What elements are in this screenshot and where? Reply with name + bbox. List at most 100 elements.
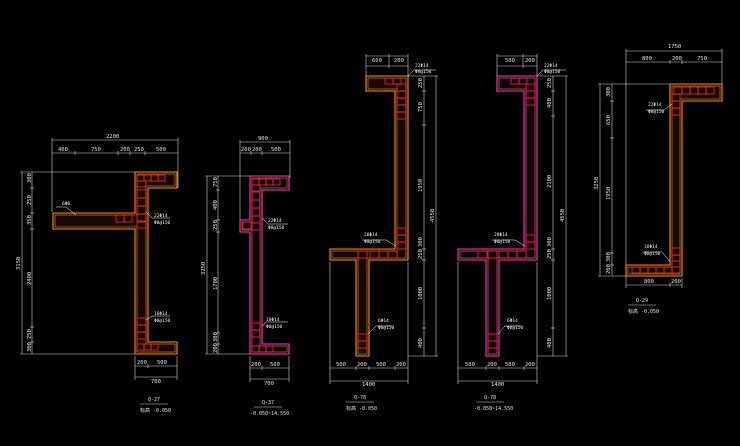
wall-section-q29: 1750 800 200 750 3250 300 650 1950 300 2… — [594, 44, 723, 315]
dim-label: 250 — [418, 249, 424, 259]
rebar-label: Φ8@150 — [415, 69, 432, 75]
dim-label: 300 — [27, 173, 33, 183]
dim-label: 1950 — [606, 187, 612, 200]
rebar-label: Φ8@150 — [378, 325, 395, 331]
dim-label: 500 — [376, 362, 386, 368]
dim-label: 1000 — [418, 287, 424, 300]
rebar-label: 18Φ14 — [266, 317, 280, 323]
dim-label: 700 — [151, 379, 161, 385]
rebar-label: Φ8@150 — [154, 318, 171, 324]
dim-label: 300 — [606, 87, 612, 97]
dim-label: 500 — [270, 362, 280, 368]
wall-outline — [457, 75, 538, 357]
dim-label: 500 — [505, 58, 515, 64]
dim-label: 300 — [418, 237, 424, 247]
dim-label: 1000 — [547, 287, 553, 300]
dim-label: 250 — [27, 329, 33, 339]
dim-label: 250 — [547, 78, 553, 88]
stirrups — [631, 86, 715, 274]
rebar-label: 22Φ14 — [648, 102, 662, 108]
wall-section-q27: 2200 400 750 200 250 500 3150 300 250 35… — [16, 134, 179, 414]
rebar-label: 16Φ14 — [644, 244, 658, 250]
dim-label: 250 — [27, 195, 33, 205]
rebar-label: Φ8@150 — [268, 225, 285, 231]
dim-label: 750 — [697, 56, 707, 62]
stirrups — [242, 178, 281, 353]
dim-label: 400 — [418, 338, 424, 348]
dim-label: 700 — [264, 381, 274, 387]
dim-label: 200 — [396, 362, 406, 368]
dim-label: 200 — [672, 56, 682, 62]
dim-label: 200 — [252, 147, 262, 153]
dim-label: 200 — [606, 264, 612, 274]
dim-label: 250 — [547, 249, 553, 259]
rebar-label: 22Φ14 — [544, 63, 558, 69]
rebar-label: 22Φ14 — [268, 218, 282, 224]
dim-label: 800 — [642, 56, 652, 62]
rebar-label: 6Φ14 — [378, 318, 389, 324]
section-name: Q-78 — [484, 395, 496, 401]
dim-label: 300 — [213, 332, 219, 342]
dim-label: 500 — [157, 360, 167, 366]
section-name: Q-27 — [148, 397, 160, 403]
wall-section-q78-b: 500 200 4550 250 400 2100 300 250 1000 4… — [457, 54, 568, 412]
dim-label: 200 — [251, 362, 261, 368]
dim-label: 500 — [336, 362, 346, 368]
section-name: Q-37 — [262, 400, 274, 406]
dim-label: 300 — [27, 342, 33, 352]
section-elevation: -0.050~14.550 — [250, 411, 289, 417]
dim-label: 750 — [213, 177, 219, 187]
section-elevation: 标高 -0.050 — [140, 407, 171, 414]
rebar-label: Φ8@150 — [266, 324, 283, 330]
dim-label: 500 — [505, 362, 515, 368]
rebar-label: Φ8@150 — [644, 251, 661, 257]
dim-label: 200 — [137, 360, 147, 366]
dim-label: 500 — [271, 147, 281, 153]
dim-label: 1750 — [668, 44, 681, 50]
wall-outline — [329, 75, 409, 357]
dim-label: 3250 — [594, 177, 600, 190]
dim-label: 2100 — [547, 175, 553, 188]
dim-label: 1400 — [362, 382, 375, 388]
wall-section-q78-a: 600 200 4550 250 750 1950 300 250 1000 4… — [329, 54, 438, 412]
rebar-label: 28Φ14 — [364, 232, 378, 238]
dim-label: 250 — [134, 147, 144, 153]
dim-label: 4550 — [560, 209, 566, 222]
wall-outline — [625, 83, 723, 277]
dim-label: 200 — [120, 147, 130, 153]
rebar-label: 18Φ14 — [154, 311, 168, 317]
rebar-label: Φ8@150 — [507, 325, 524, 331]
rebar-label: 6Φ8 — [62, 201, 70, 207]
dim-label: 200 — [394, 58, 404, 64]
section-elevation: -0.050~14.550 — [474, 406, 513, 412]
rebar-label: 22Φ14 — [154, 213, 168, 219]
dim-label: 750 — [91, 147, 101, 153]
dim-label: 2200 — [106, 134, 119, 140]
dim-label: 350 — [27, 215, 33, 225]
dim-label: 1400 — [491, 382, 504, 388]
dim-label: 1950 — [418, 179, 424, 192]
section-elevation: 标高 -0.050 — [346, 405, 377, 412]
dim-label: 200 — [671, 279, 681, 285]
rebar-label: Φ8@150 — [154, 220, 171, 226]
dim-label: 750 — [418, 102, 424, 112]
rebar-label: 28Φ14 — [494, 232, 508, 238]
dim-label: 4550 — [430, 209, 436, 222]
dim-label: 650 — [606, 115, 612, 125]
section-name: Q-29 — [636, 298, 648, 304]
dim-label: 500 — [465, 362, 475, 368]
section-elevation: 标高 -0.050 — [628, 308, 659, 315]
rebar-label: Φ8@150 — [544, 69, 561, 75]
dim-label: 600 — [372, 58, 382, 64]
dim-label: 200 — [357, 362, 367, 368]
dim-label: 500 — [156, 147, 166, 153]
dim-label: 200 — [213, 343, 219, 353]
rebar-label: Φ8@150 — [364, 239, 381, 245]
dim-label: 400 — [213, 200, 219, 210]
dim-label: 200 — [487, 362, 497, 368]
dim-label: 900 — [258, 136, 268, 142]
dim-label: 400 — [58, 147, 68, 153]
stirrups — [115, 174, 166, 351]
dim-label: 250 — [418, 78, 424, 88]
